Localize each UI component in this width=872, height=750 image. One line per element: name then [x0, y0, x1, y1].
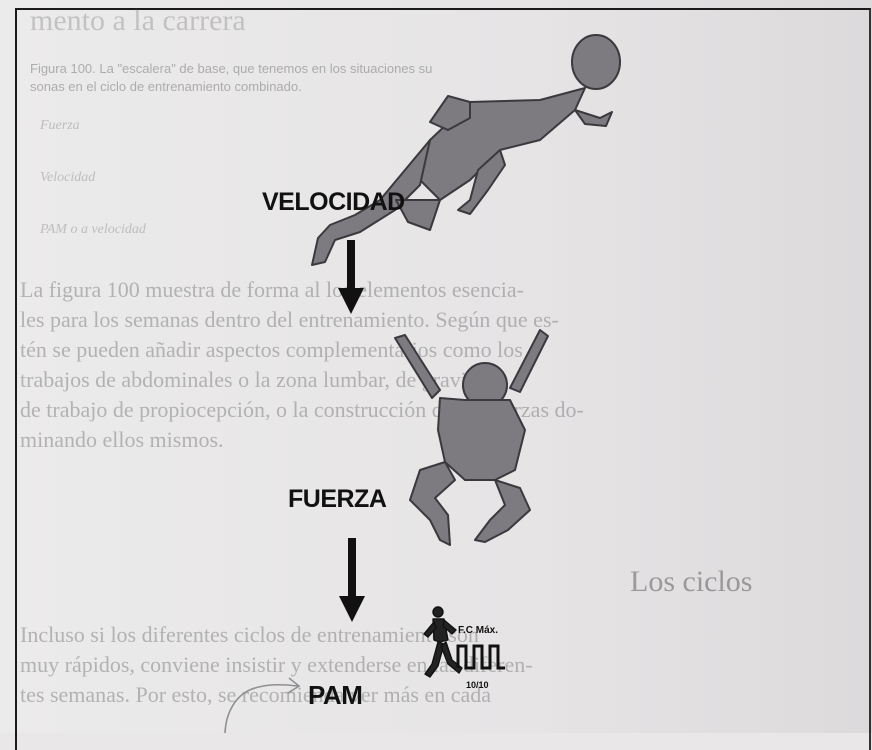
- runner-icon: [424, 607, 462, 677]
- step-pam-label: PAM: [308, 680, 362, 711]
- arrow-down-icon: [339, 538, 365, 622]
- heart-rate-max-label: F.C Máx.: [458, 625, 498, 636]
- heart-rate-icon: [458, 646, 505, 668]
- jumping-athlete-icon: [312, 35, 620, 265]
- heart-rate-ratio: 10/10: [466, 680, 489, 690]
- hand-drawn-arrow-icon: [225, 678, 299, 733]
- arrow-down-icon: [338, 240, 364, 314]
- step-fuerza-label: FUERZA: [288, 485, 386, 514]
- step-velocidad-label: VELOCIDAD: [262, 188, 405, 217]
- diagram-graphics: [0, 0, 872, 733]
- book-page-scan: mento a la carrera Figura 100. La "escal…: [0, 0, 872, 733]
- squatting-athlete-icon: [395, 330, 548, 545]
